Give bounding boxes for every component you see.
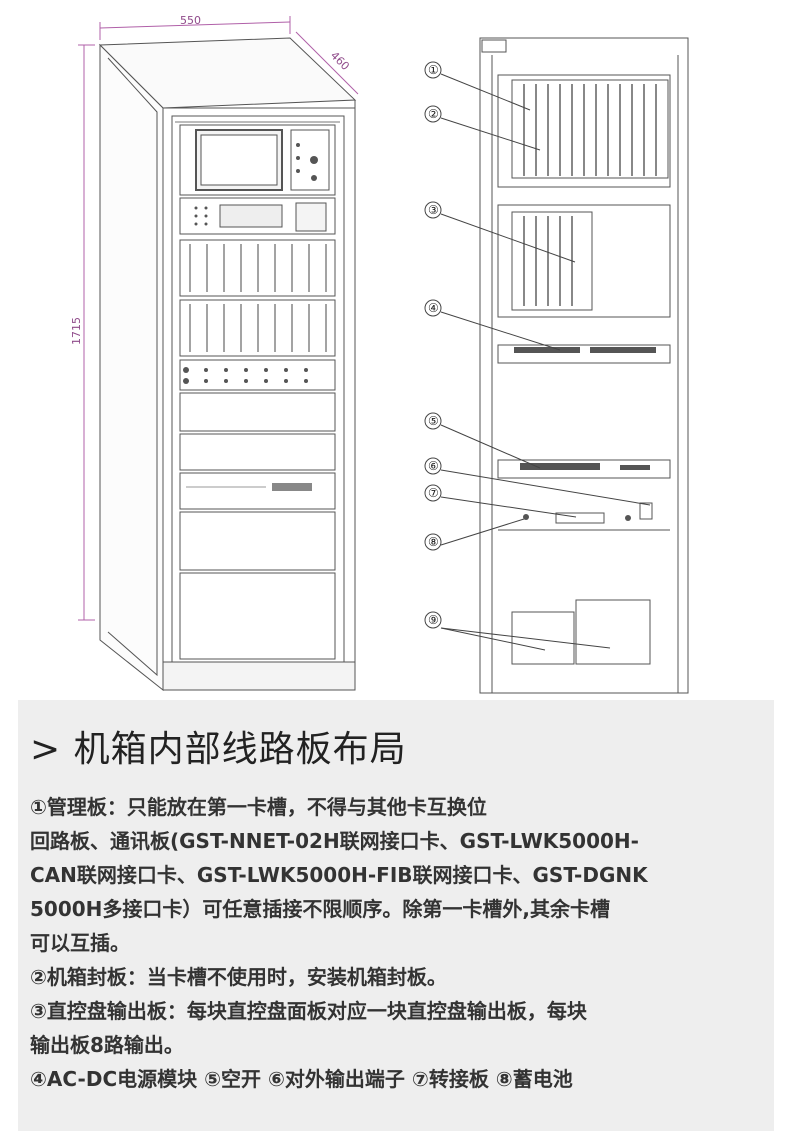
dimension-height: 1715 [70,317,83,345]
description-line: ④AC-DC电源模块 ⑤空开 ⑥对外输出端子 ⑦转接板 ⑧蓄电池 [30,1067,573,1091]
front-device [272,483,312,491]
cabinet-exterior [98,37,357,692]
card-slots [189,244,327,352]
callout-3: ③ [428,203,439,217]
description-line: ①管理板：只能放在第一卡槽，不得与其他卡互换位 [30,795,487,819]
interior-connectors [514,347,656,521]
description-line: 可以互插。 [30,931,130,955]
description-body: ①管理板：只能放在第一卡槽，不得与其他卡互换位 回路板、通讯板(GST-NNET… [30,790,772,1096]
callout-4: ④ [428,301,439,315]
description-panel: > 机箱内部线路板布局 ①管理板：只能放在第一卡槽，不得与其他卡互换位 回路板、… [18,700,774,1131]
callout-1: ① [428,63,439,77]
description-line: CAN联网接口卡、GST-LWK5000H-FIB联网接口卡、GST-DGNK [30,863,648,887]
description-line: ③直控盘输出板：每块直控盘面板对应一块直控盘输出板，每块 [30,999,587,1023]
description-line: 5000H多接口卡）可任意插接不限顺序。除第一卡槽外,其余卡槽 [30,897,610,921]
callout-9: ⑨ [428,613,439,627]
section-title: > 机箱内部线路板布局 [30,729,407,770]
callout-leaders [424,61,651,651]
callout-7: ⑦ [428,486,439,500]
cabinet-drawing: 550 460 1715 [70,14,689,694]
callout-5: ⑤ [428,414,439,428]
dimension-lines [78,16,359,621]
callout-6: ⑥ [428,459,439,473]
description-line: ②机箱封板：当卡槽不使用时，安装机箱封板。 [30,965,447,989]
description-line: 回路板、通讯板(GST-NNET-02H联网接口卡、GST-LWK5000H- [30,829,639,853]
indicator-dots [183,143,318,384]
cabinet-interior [479,37,689,694]
dimension-width: 550 [180,14,201,27]
interior-card-slots [523,84,657,306]
callout-2: ② [428,107,439,121]
dimension-depth: 460 [328,49,352,73]
description-line: 输出板8路输出。 [30,1033,184,1057]
callout-8: ⑧ [428,535,439,549]
